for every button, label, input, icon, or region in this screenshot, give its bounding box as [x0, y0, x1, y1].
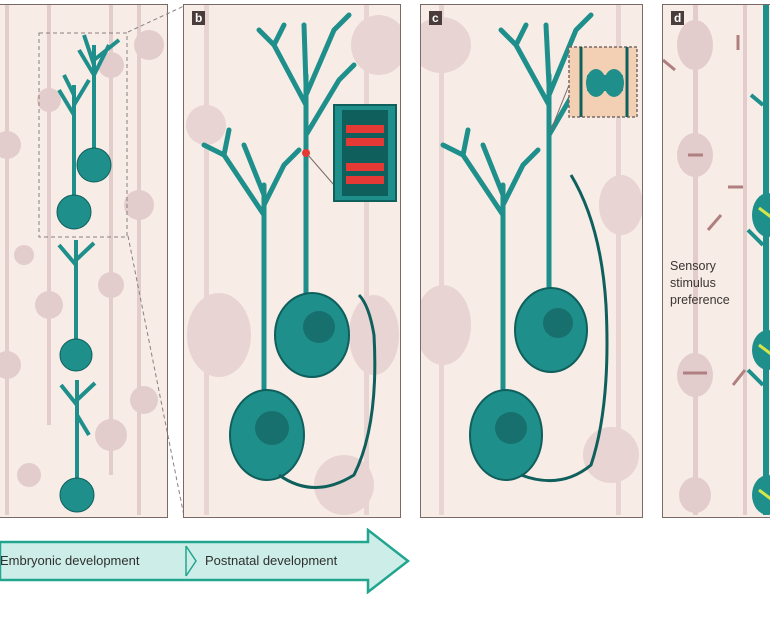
panel-c-illustration [421, 5, 642, 515]
panel-b: b [183, 4, 401, 518]
active-neurons [746, 5, 770, 515]
panel-a [0, 4, 168, 518]
zoom-box [38, 32, 128, 238]
panel-d-illustration [663, 5, 770, 515]
background-neurons [677, 5, 747, 515]
gap-junction-inset [333, 104, 397, 202]
background-neurons [0, 5, 164, 515]
postnatal-development-label: Postnatal development [205, 553, 338, 568]
sensory-stimulus-preference-label: Sensory stimulus preference [670, 259, 730, 307]
panel-label-d: d [671, 11, 685, 25]
stimulus-bars [663, 35, 747, 386]
panel-label-c: c [429, 11, 442, 25]
panel-d: d [662, 4, 770, 518]
panel-label-b: b [192, 11, 206, 25]
embryonic-development-label: Embryonic development [0, 553, 140, 568]
panel-a-illustration [0, 5, 164, 515]
development-arrow [0, 528, 411, 594]
panel-b-illustration [186, 5, 400, 515]
neuron-pair [201, 12, 377, 489]
synapse-inset [568, 46, 638, 118]
neuron-pair [440, 12, 609, 483]
preferred-stimulus-marks [758, 206, 770, 501]
active-neurons [56, 34, 121, 513]
panel-c: c [420, 4, 643, 518]
